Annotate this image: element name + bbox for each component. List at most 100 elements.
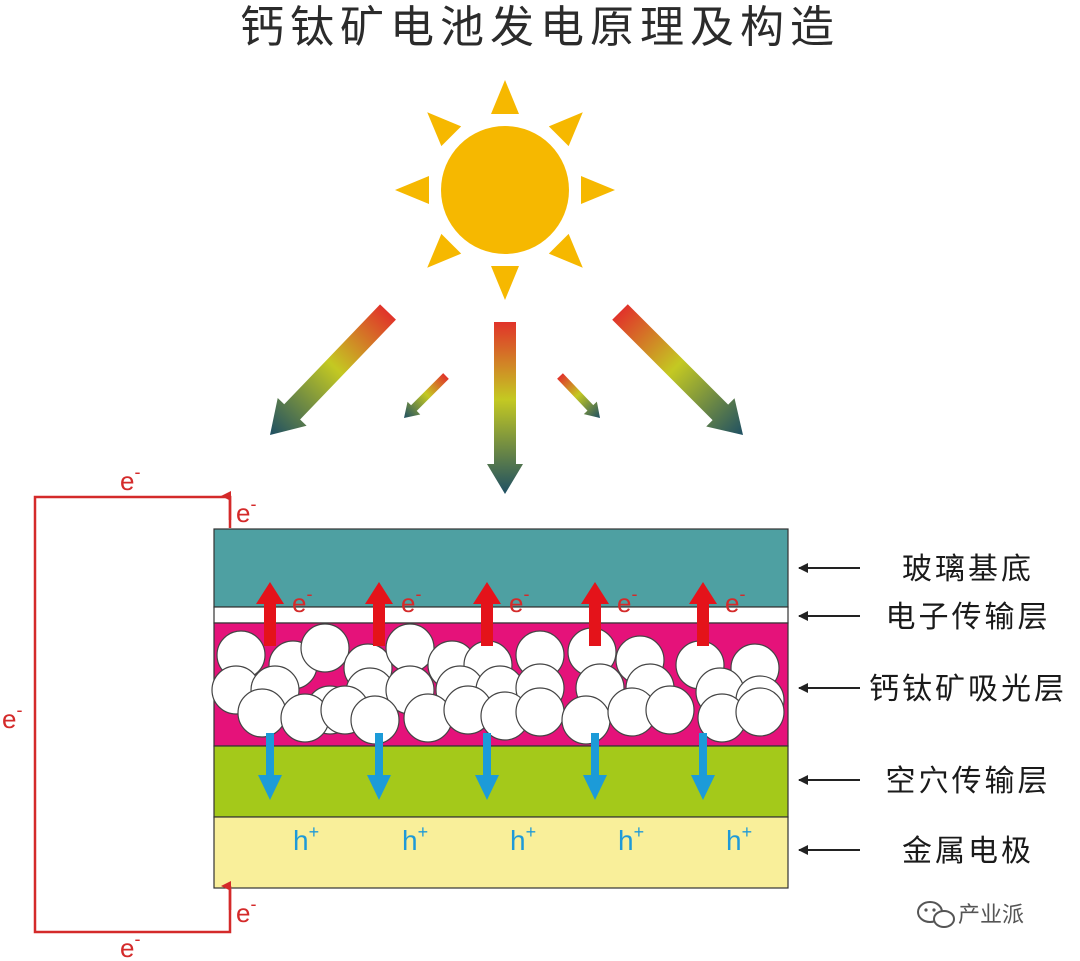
perovskite-crystals bbox=[211, 623, 785, 745]
circuit-wire bbox=[33, 495, 232, 934]
hole-label-symbol: h bbox=[618, 825, 634, 856]
hole-label: h+ bbox=[726, 822, 752, 856]
sun-ray bbox=[491, 80, 519, 114]
light-ray-arrow bbox=[270, 304, 396, 435]
circuit-electron-label-sign: - bbox=[250, 494, 256, 514]
layer-label-2: 钙钛矿吸光层 bbox=[869, 672, 1067, 707]
electron-label: e- bbox=[401, 584, 421, 618]
hole-label-symbol: h bbox=[726, 825, 742, 856]
sun-ray bbox=[395, 176, 429, 204]
layer-label-0: 玻璃基底 bbox=[902, 552, 1034, 587]
circuit-electron-label-sign: - bbox=[134, 929, 140, 949]
hole-arrow bbox=[691, 733, 715, 800]
electron-label-symbol: e bbox=[292, 588, 306, 618]
circuit-electron-label: e- bbox=[236, 494, 256, 528]
layer-label-4: 金属电极 bbox=[902, 834, 1034, 869]
electron-label: e- bbox=[509, 584, 529, 618]
hole-label-sign: + bbox=[418, 822, 429, 842]
circuit-electron-label-symbol: e bbox=[2, 704, 16, 734]
hole-label-sign: + bbox=[742, 822, 753, 842]
circuit-electron-label-sign: - bbox=[250, 894, 256, 914]
electron-label: e- bbox=[292, 584, 312, 618]
hole-label: h+ bbox=[618, 822, 644, 856]
cell-layer-stack bbox=[211, 528, 789, 889]
crystal-circle bbox=[645, 685, 695, 735]
light-ray-arrow bbox=[403, 373, 449, 419]
circuit-electron-label: e- bbox=[2, 700, 22, 734]
layer-band-4 bbox=[213, 816, 789, 889]
circuit-electron-label-sign: - bbox=[16, 700, 22, 720]
light-ray-shape bbox=[403, 373, 449, 419]
electron-label-sign: - bbox=[523, 584, 529, 604]
electron-label-symbol: e bbox=[725, 588, 739, 618]
wechat-icon bbox=[917, 901, 955, 928]
electron-label-sign: - bbox=[631, 584, 637, 604]
hole-arrow bbox=[583, 733, 607, 800]
circuit-electron-label: e- bbox=[236, 894, 256, 928]
sun-ray bbox=[427, 112, 462, 147]
circuit-electron-label: e- bbox=[120, 462, 140, 496]
light-rays bbox=[270, 304, 743, 494]
electron-label-symbol: e bbox=[509, 588, 523, 618]
electron-arrow bbox=[473, 582, 501, 646]
crystal-circle bbox=[237, 688, 287, 738]
crystal-circle bbox=[385, 623, 435, 673]
hole-label: h+ bbox=[293, 822, 319, 856]
hole-label-symbol: h bbox=[293, 825, 309, 856]
crystal-circle bbox=[300, 623, 350, 673]
electron-label-sign: - bbox=[415, 584, 421, 604]
light-ray-shape bbox=[612, 304, 743, 435]
layer-band-0 bbox=[213, 528, 789, 608]
circuit-electron-label: e- bbox=[120, 929, 140, 961]
watermark: 产业派 bbox=[917, 901, 1024, 928]
sun-ray bbox=[491, 266, 519, 300]
hole-label: h+ bbox=[402, 822, 428, 856]
electron-arrow bbox=[581, 582, 609, 646]
electron-label-sign: - bbox=[739, 584, 745, 604]
sun-ray bbox=[548, 112, 583, 147]
hole-label-symbol: h bbox=[510, 825, 526, 856]
sun-ray bbox=[581, 176, 615, 204]
layer-label-1: 电子传输层 bbox=[886, 600, 1051, 635]
circuit-electron-label-sign: - bbox=[134, 462, 140, 482]
sun-ray bbox=[427, 233, 462, 268]
light-ray-arrow bbox=[487, 322, 523, 494]
electron-label-symbol: e bbox=[617, 588, 631, 618]
light-ray-shape bbox=[270, 304, 396, 435]
electron-arrow bbox=[689, 582, 717, 646]
hole-arrow bbox=[367, 733, 391, 800]
hole-label-sign: + bbox=[526, 822, 537, 842]
light-ray-arrow bbox=[557, 373, 600, 419]
electron-arrow bbox=[365, 582, 393, 646]
hole-arrow bbox=[258, 733, 282, 800]
external-circuit bbox=[33, 491, 232, 934]
sun-disc bbox=[441, 126, 569, 254]
layer-band-3 bbox=[213, 745, 789, 818]
light-ray-shape bbox=[557, 373, 600, 419]
layer-label-3: 空穴传输层 bbox=[886, 764, 1051, 799]
hole-arrow bbox=[475, 733, 499, 800]
page-title: 钙钛矿电池发电原理及构造 bbox=[240, 2, 840, 53]
crystal-circle bbox=[735, 687, 785, 737]
light-ray-shape bbox=[487, 322, 523, 494]
circuit-electron-label-symbol: e bbox=[236, 898, 250, 928]
circuit-electron-label-symbol: e bbox=[120, 933, 134, 961]
hole-label-sign: + bbox=[634, 822, 645, 842]
sun-icon bbox=[395, 80, 615, 300]
sun-ray bbox=[548, 233, 583, 268]
electron-label-sign: - bbox=[306, 584, 312, 604]
circuit-electron-label-symbol: e bbox=[120, 466, 134, 496]
crystal-circle bbox=[515, 687, 565, 737]
hole-label: h+ bbox=[510, 822, 536, 856]
hole-label-symbol: h bbox=[402, 825, 418, 856]
charge-markers: e-h+e-h+e-h+e-h+e-h+e-e-e-e-e- bbox=[2, 462, 752, 961]
circuit-electron-label-symbol: e bbox=[236, 498, 250, 528]
electron-label-symbol: e bbox=[401, 588, 415, 618]
crystal-circle bbox=[561, 695, 611, 745]
watermark-text: 产业派 bbox=[958, 903, 1024, 928]
electron-arrow bbox=[256, 582, 284, 646]
light-ray-arrow bbox=[612, 304, 743, 435]
hole-label-sign: + bbox=[309, 822, 320, 842]
